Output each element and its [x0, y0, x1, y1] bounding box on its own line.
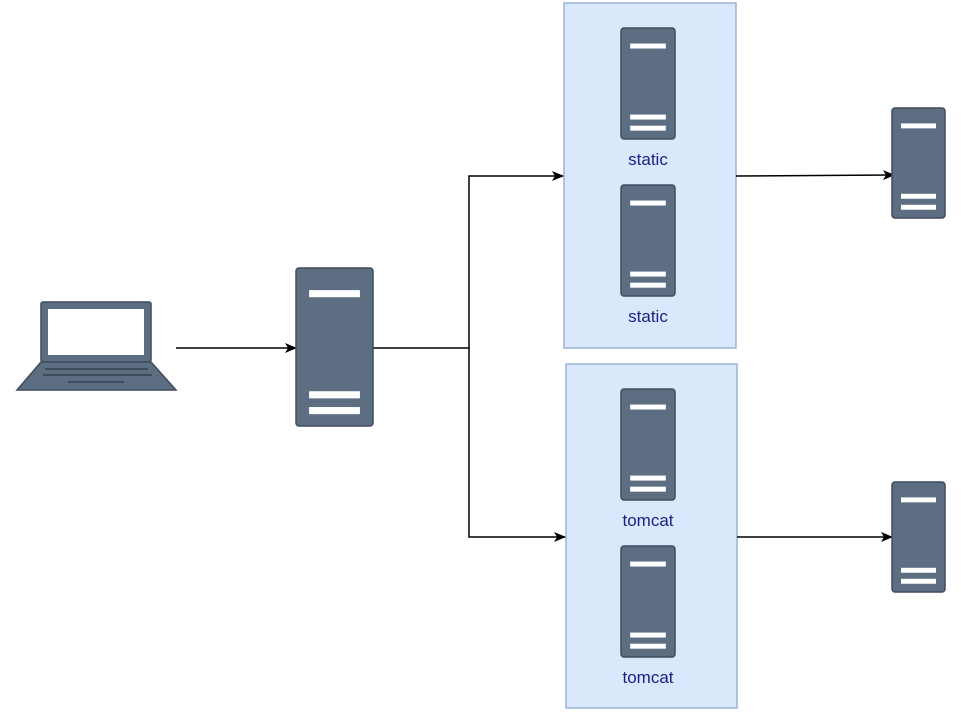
server-body	[620, 184, 676, 297]
edge-proxy-to-static	[373, 171, 564, 349]
tomcat-server-1-icon	[620, 388, 676, 501]
static-server-2-label: static	[628, 307, 668, 326]
server-body	[620, 27, 676, 140]
tomcat-server-1-label: tomcat	[622, 511, 673, 530]
server-slot	[630, 632, 666, 638]
server-slot	[901, 497, 936, 503]
server-slot	[630, 643, 666, 649]
server-slot	[630, 282, 666, 288]
server-slot	[901, 578, 936, 584]
server-slot	[630, 475, 666, 481]
server-slot	[309, 391, 360, 399]
server-slot	[630, 200, 666, 206]
server-slot	[901, 193, 936, 199]
edge-static-to-backend	[735, 170, 895, 181]
static-server-2-icon	[620, 184, 676, 297]
static-server-1-icon	[620, 27, 676, 140]
tomcat-server-2-icon	[620, 545, 676, 658]
server-slot	[630, 125, 666, 131]
server-slot	[630, 561, 666, 567]
server-body	[620, 388, 676, 501]
laptop-icon	[15, 301, 178, 391]
server-slot	[630, 404, 666, 410]
server-body	[295, 267, 374, 427]
static-server-1-label: static	[628, 150, 668, 169]
edge-proxy-to-tomcat	[468, 348, 566, 542]
tomcat-backend-server-icon	[891, 481, 946, 593]
static-backend-server-icon	[891, 107, 946, 219]
tomcat-server-2-label: tomcat	[622, 668, 673, 687]
server-slot	[630, 43, 666, 49]
server-slot	[309, 290, 360, 298]
server-slot	[901, 567, 936, 573]
server-slot	[901, 123, 936, 129]
server-body	[620, 545, 676, 658]
server-slot	[630, 486, 666, 492]
server-body	[891, 481, 946, 593]
server-slot	[309, 407, 360, 415]
server-slot	[901, 204, 936, 210]
server-slot	[630, 114, 666, 120]
server-body	[891, 107, 946, 219]
server-slot	[630, 271, 666, 277]
proxy-server-icon	[295, 267, 374, 427]
